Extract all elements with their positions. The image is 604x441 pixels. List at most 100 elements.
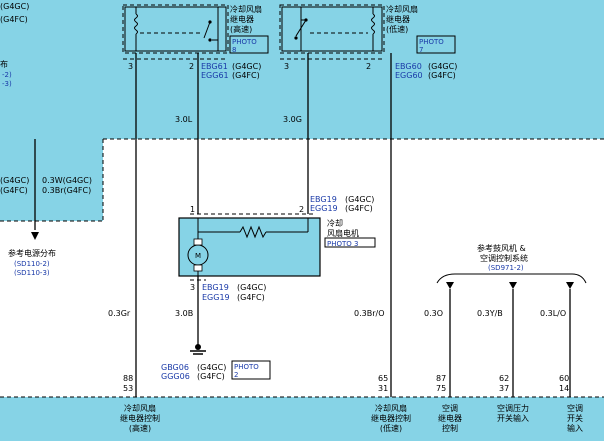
blower-ref-link[interactable]: (SD971-2) <box>488 264 524 272</box>
left-edge-ref: -3) <box>2 80 12 88</box>
connector-code: EBG19 <box>202 283 229 292</box>
ecm-signal-label: 空调压力 <box>497 403 529 413</box>
wire-label: 3.0L <box>175 115 193 124</box>
ecm-signal-label: 冷却风扇 <box>124 403 156 413</box>
ecm-signal-label: 继电器控制 <box>371 413 411 423</box>
ecm-pin-number: 37 <box>499 384 509 393</box>
bus-bracket <box>436 273 587 284</box>
svg-text:PHOTO: PHOTO <box>234 363 259 371</box>
relay-low-name: 冷却风扇 <box>386 4 418 14</box>
svg-text:(G4GC): (G4GC) <box>345 195 374 204</box>
wire-label: 0.3O <box>424 309 443 318</box>
ground-code: GGG06 <box>161 372 190 381</box>
relay-coil-icon <box>371 13 375 35</box>
pin-number: 1 <box>190 205 195 214</box>
svg-text:(G4FC): (G4FC) <box>345 204 373 213</box>
connector-code: EGG60 <box>395 71 423 80</box>
left-edge-label: (G4GC) <box>0 2 29 11</box>
wire-label: 0.3Gr <box>108 309 131 318</box>
connector-code: EGG19 <box>310 204 338 213</box>
ecm-signal-label: 继电器 <box>438 413 462 423</box>
ecm-signal-label: 继电器控制 <box>120 413 160 423</box>
relay-switch-icon <box>295 19 307 37</box>
ecm-signal-label: 空调 <box>442 403 458 413</box>
relay-coil-icon <box>134 13 138 35</box>
ecm-pin-number: 87 <box>436 374 446 383</box>
photo-ref-box <box>231 360 271 380</box>
motor-name: 冷却 <box>327 218 343 228</box>
left-edge-wire-label: (G4GC) <box>0 176 29 185</box>
motor-name: 风扇电机 <box>327 228 359 238</box>
svg-text:(G4FC): (G4FC) <box>232 71 260 80</box>
wire-label: 0.3Y/B <box>477 309 503 318</box>
photo-ref-box <box>416 35 456 54</box>
ecm-pin-number: 75 <box>436 384 446 393</box>
power-ref-link[interactable]: (SD110-3) <box>14 269 50 277</box>
pin-number: 3 <box>128 62 133 71</box>
pin-number: 2 <box>299 205 304 214</box>
ecm-signal-label: 开关 <box>567 413 583 423</box>
ground-icon <box>190 344 206 355</box>
svg-text:2: 2 <box>234 371 238 379</box>
ecm-signal-label: 输入 <box>567 423 583 433</box>
wire-label: 3.0G <box>283 115 302 124</box>
pin-number: 2 <box>366 62 371 71</box>
svg-text:PHOTO: PHOTO <box>419 38 444 46</box>
photo-ref-box <box>229 35 269 54</box>
svg-text:(G4GC): (G4GC) <box>197 363 226 372</box>
wire-spec-label: 0.3W(G4GC) <box>42 176 92 185</box>
left-edge-label: (G4FC) <box>0 15 28 24</box>
left-edge-ref: -2) <box>2 71 12 79</box>
ac-wires <box>446 282 574 398</box>
ecm-signal-label: 控制 <box>442 423 458 433</box>
svg-text:7: 7 <box>419 46 423 54</box>
relay-high-name: 继电器 <box>230 14 254 24</box>
connector-code: EBG60 <box>395 62 422 71</box>
connector-code: EBG19 <box>310 195 337 204</box>
ecm-pin-number: 62 <box>499 374 509 383</box>
ecm-pin-number: 53 <box>123 384 133 393</box>
svg-text:(G4FC): (G4FC) <box>428 71 456 80</box>
pin-number: 3 <box>190 283 195 292</box>
svg-text:(G4FC): (G4FC) <box>197 372 225 381</box>
svg-text:PHOTO 3: PHOTO 3 <box>327 240 358 248</box>
wire-label: 0.3Br/O <box>354 309 385 318</box>
svg-text:(G4GC): (G4GC) <box>237 283 266 292</box>
svg-text:8: 8 <box>232 46 236 54</box>
connector-code: EGG19 <box>202 293 230 302</box>
relay-switch-icon <box>203 21 211 39</box>
resistor-icon <box>239 225 267 239</box>
ecm-signal-label: 冷却风扇 <box>375 403 407 413</box>
wire-label: 0.3L/O <box>540 309 566 318</box>
svg-text:PHOTO: PHOTO <box>232 38 257 46</box>
power-ref-title: 参考电源分布 <box>8 248 56 258</box>
cooling-fan-motor <box>178 217 321 277</box>
power-ref-link[interactable]: (SD110-2) <box>14 260 50 268</box>
ecm-panel <box>0 397 604 441</box>
ecm-signal-label: (低速) <box>380 423 402 433</box>
motor-label: M <box>195 252 201 260</box>
left-edge-wire-label: (G4FC) <box>0 186 28 195</box>
wire-spec-label: 0.3Br(G4FC) <box>42 186 91 195</box>
ecm-pin-number: 31 <box>378 384 388 393</box>
svg-text:(G4GC): (G4GC) <box>232 62 261 71</box>
connector-code: EGG61 <box>201 71 229 80</box>
arrow-down-icon <box>31 232 39 240</box>
blower-ref-title: 空调控制系统 <box>480 253 528 263</box>
ecm-signal-label: 开关输入 <box>497 413 529 423</box>
svg-text:(G4FC): (G4FC) <box>237 293 265 302</box>
ecm-pin-number: 88 <box>123 374 133 383</box>
relay-high-name: 冷却风扇 <box>230 4 262 14</box>
relay-low-speed <box>279 4 385 54</box>
ground-code: GBG06 <box>161 363 189 372</box>
pin-number: 3 <box>284 62 289 71</box>
photo-ref-box <box>324 237 376 248</box>
ecm-pin-number: 65 <box>378 374 388 383</box>
svg-text:(G4GC): (G4GC) <box>428 62 457 71</box>
pin-number: 2 <box>189 62 194 71</box>
relay-high-speed <box>122 4 229 54</box>
blower-ref-title: 参考鼓风机 & <box>477 243 526 253</box>
connector-code: EBG61 <box>201 62 228 71</box>
relay-low-name: (低速) <box>386 24 408 34</box>
